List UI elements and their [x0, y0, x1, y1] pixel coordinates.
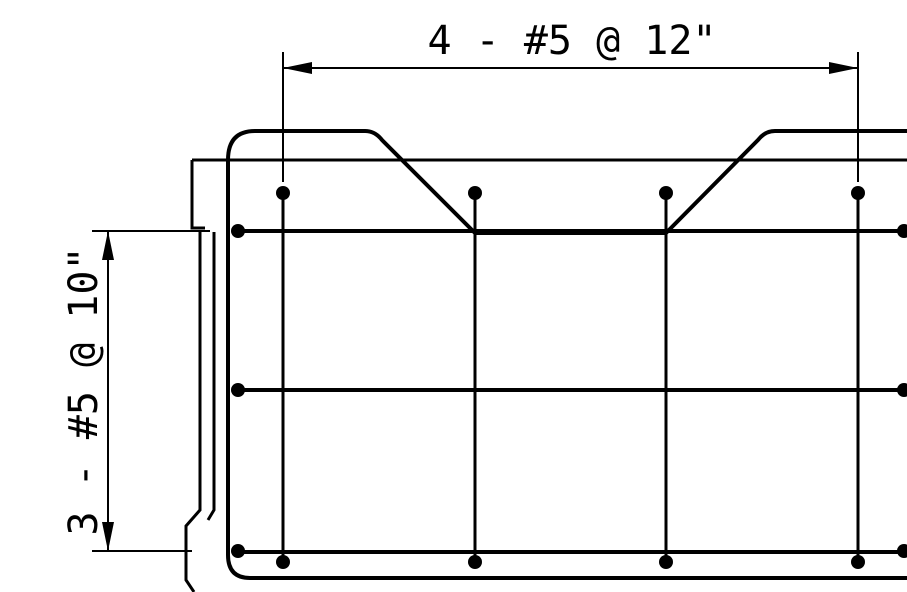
rebar-dot [468, 555, 482, 569]
rebar-dot [851, 555, 865, 569]
rebar-dot [231, 544, 245, 558]
rebar-dots [231, 186, 907, 569]
left-dimension-label: 3 - #5 @ 10" [61, 247, 107, 536]
rebar-dot [468, 186, 482, 200]
inner-left-wall-line [206, 232, 216, 521]
rebar-dot [659, 555, 673, 569]
top-dimension: 4 - #5 @ 12" [282, 18, 859, 182]
arrowhead-top [102, 231, 114, 260]
rebar-dot [897, 544, 907, 558]
arrowhead-right [829, 62, 858, 74]
horizontal-bars [237, 229, 907, 554]
rebar-dot [897, 383, 907, 397]
rebar-dot [659, 186, 673, 200]
outer-left-wall-line [184, 232, 202, 592]
stirrup-hoop [226, 129, 907, 580]
rebar-dot [276, 555, 290, 569]
rebar-dot [897, 224, 907, 238]
rebar-dot [231, 224, 245, 238]
top-dimension-label: 4 - #5 @ 12" [428, 18, 717, 64]
left-dimension: 3 - #5 @ 10" [61, 230, 210, 552]
rebar-dot [231, 383, 245, 397]
arrowhead-left [283, 62, 312, 74]
concrete-outline [184, 158, 907, 592]
rebar-dot [276, 186, 290, 200]
outer-left-step [190, 160, 205, 230]
rebar-dot [851, 186, 865, 200]
vertical-bars [281, 193, 860, 562]
arrowhead-bottom [102, 522, 114, 551]
